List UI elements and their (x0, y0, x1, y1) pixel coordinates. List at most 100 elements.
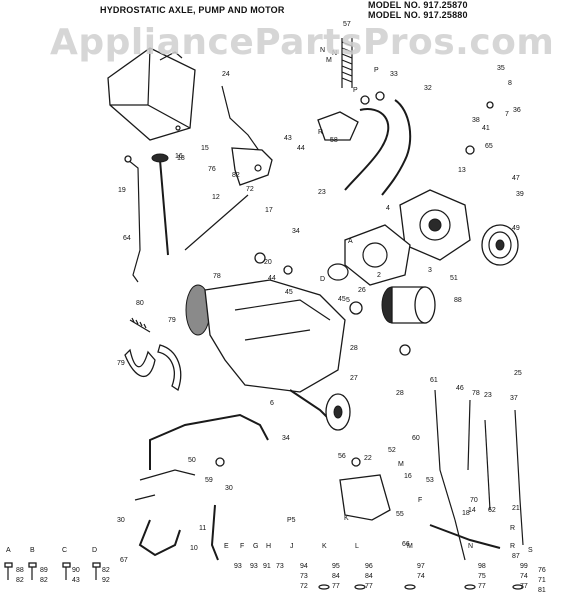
callout-nN2: N (332, 50, 337, 57)
model-number-1: MODEL NO. 917.25870 (368, 0, 468, 10)
callout-n53: 53 (426, 477, 434, 484)
callout-n19: 19 (118, 187, 126, 194)
hardware-key-letter: K (322, 543, 327, 550)
callout-nF: F (418, 497, 422, 504)
hardware-key-letter: F (240, 543, 244, 550)
callout-n72: 72 (246, 186, 254, 193)
callout-n18: 18 (177, 155, 185, 162)
callout-n44b: 44 (268, 275, 276, 282)
hardware-key-number: 77 (520, 583, 528, 590)
callout-n10: 10 (190, 545, 198, 552)
callout-n65: 65 (485, 143, 493, 150)
spring (341, 38, 353, 88)
hardware-key-number: 97 (417, 563, 425, 570)
callout-n78: 78 (213, 273, 221, 280)
callout-n36: 36 (513, 107, 521, 114)
axle-housing (185, 279, 351, 431)
callout-n17: 17 (265, 207, 273, 214)
hardware-key-number: 76 (538, 567, 546, 574)
hardware-key-number: 72 (300, 583, 308, 590)
lever-bracket (231, 147, 273, 186)
callout-n37: 37 (510, 395, 518, 402)
callout-n13: 13 (458, 167, 466, 174)
brake-spring (129, 317, 151, 333)
callout-n43: 43 (284, 135, 292, 142)
hardware-key-labels: A8882B8982C9043D8292E93F93G91H73J947372K… (6, 543, 546, 594)
callout-n39: 39 (516, 191, 524, 198)
hardware-key-number: 99 (520, 563, 528, 570)
callout-n88: 88 (454, 297, 462, 304)
callout-n16a: 16 (175, 153, 183, 160)
callout-nM: M (326, 57, 332, 64)
hardware-key-number: 94 (300, 563, 308, 570)
callout-n22: 22 (364, 455, 372, 462)
hardware-key-number: 91 (263, 563, 271, 570)
callout-n6: 6 (270, 400, 274, 407)
callout-nP5: P5 (287, 517, 296, 524)
callout-n11: 11 (199, 525, 206, 532)
hardware-key-number: 75 (478, 573, 486, 580)
callout-n5: 5 (346, 297, 350, 304)
hydraulic-motor (344, 224, 411, 286)
callout-n45a: 45 (285, 289, 293, 296)
callout-n30b: 30 (117, 517, 125, 524)
hardware-key-number: 89 (40, 567, 48, 574)
hardware-key-number: 77 (478, 583, 486, 590)
callout-n20: 20 (264, 259, 272, 266)
hardware-key-number: 73 (276, 563, 284, 570)
hardware-key-letter: N (468, 543, 473, 550)
callout-n26: 26 (358, 287, 366, 294)
callout-n79b: 79 (117, 360, 125, 367)
hardware-key-number: 88 (16, 567, 24, 574)
control-rod (184, 194, 249, 251)
callout-n21: 21 (512, 505, 520, 512)
hardware-key-number: 82 (40, 577, 48, 584)
callout-n2: 2 (377, 272, 381, 279)
hardware-key-number: 74 (520, 573, 528, 580)
callout-nM2: M (398, 461, 404, 468)
callout-n32: 32 (424, 85, 432, 92)
callout-n66: 66 (402, 541, 410, 548)
callout-n79a: 79 (168, 317, 176, 324)
mount-bracket (317, 111, 359, 141)
callout-nA: A (348, 238, 353, 245)
callout-n64: 64 (123, 235, 131, 242)
callout-n24: 24 (222, 71, 230, 78)
hardware-key-letter: H (266, 543, 271, 550)
callout-n15: 15 (201, 145, 209, 152)
callout-n25: 25 (514, 370, 522, 377)
hardware-key-letter: B (30, 547, 35, 554)
callout-n34b: 34 (282, 435, 290, 442)
callout-n18b: 18 (462, 510, 470, 517)
hardware-key-number: 90 (72, 567, 80, 574)
callout-n60: 60 (412, 435, 420, 442)
callout-n87: 87 (512, 553, 520, 560)
callout-n61: 61 (430, 377, 438, 384)
callout-nP1: P (374, 67, 379, 74)
dipstick (124, 153, 169, 283)
hydraulic-tube (149, 413, 269, 470)
hardware-key-number: 81 (538, 587, 546, 594)
callout-n78b: 78 (472, 390, 480, 397)
hardware-key-letter: J (290, 543, 294, 550)
hardware-key-strip (4, 562, 524, 590)
callout-n44a: 44 (297, 145, 305, 152)
callout-n46: 46 (456, 385, 464, 392)
hardware-key-number: 96 (365, 563, 373, 570)
callout-n82: 82 (232, 172, 240, 179)
hardware-key-number: 82 (102, 567, 110, 574)
callout-nR2: R (510, 525, 515, 532)
pulley (481, 224, 519, 266)
hardware-key-letter: S (528, 547, 533, 554)
callout-n35: 35 (497, 65, 505, 72)
callout-n3: 3 (428, 267, 432, 274)
callout-nN1: N (320, 47, 325, 54)
control-cable (221, 85, 263, 156)
hardware-key-letter: D (92, 547, 97, 554)
callout-n27: 27 (350, 375, 358, 382)
hardware-key-number: 73 (300, 573, 308, 580)
callout-n58: 58 (330, 137, 338, 144)
callout-n7: 7 (505, 111, 509, 118)
hardware-key-number: 43 (72, 577, 80, 584)
callout-n34a: 34 (292, 228, 300, 235)
